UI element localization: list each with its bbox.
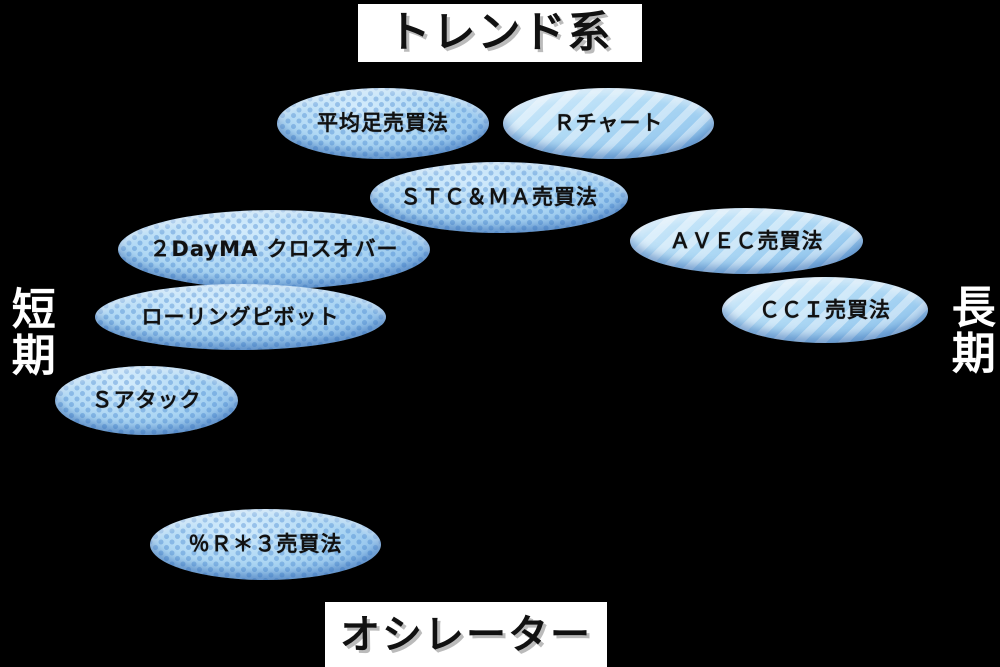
node-label: Ｓアタック xyxy=(91,388,202,412)
node-label: ローリングピボット xyxy=(141,304,340,329)
node-label: Ｒチャート xyxy=(553,111,664,135)
axis-title-trend: トレンド系 xyxy=(387,7,613,58)
node-label: ＣＣＩ売買法 xyxy=(759,297,891,322)
node-label: ＡＶＥＣ売買法 xyxy=(669,228,824,253)
axis-label-long-term: 長期 xyxy=(943,284,995,376)
node-heikin-ashi-method[interactable]: 平均足売買法 xyxy=(277,88,489,159)
axis-title-bottom-box: オシレーター xyxy=(325,602,607,667)
node-label: ＳＴＣ＆ＭＡ売買法 xyxy=(400,185,598,209)
axis-title-top-box: トレンド系 xyxy=(358,4,642,62)
node-r-chart[interactable]: Ｒチャート xyxy=(503,88,714,159)
node-label: ％Ｒ＊３売買法 xyxy=(188,532,343,556)
node-s-attack[interactable]: Ｓアタック xyxy=(55,366,238,435)
node-2dayma-crossover[interactable]: ２DayMA クロスオバー xyxy=(118,210,430,289)
node-rolling-pivot[interactable]: ローリングピボット xyxy=(95,284,386,350)
node-cci-method[interactable]: ＣＣＩ売買法 xyxy=(722,277,928,343)
node-avec-method[interactable]: ＡＶＥＣ売買法 xyxy=(630,208,863,274)
node-stc-ma-method[interactable]: ＳＴＣ＆ＭＡ売買法 xyxy=(370,162,628,233)
node-label: ２DayMA クロスオバー xyxy=(149,237,399,261)
axis-title-oscillator: オシレーター xyxy=(340,611,592,658)
node-percent-r3-method[interactable]: ％Ｒ＊３売買法 xyxy=(150,509,381,580)
axis-label-short-term: 短期 xyxy=(3,286,55,378)
node-label: 平均足売買法 xyxy=(317,111,449,135)
